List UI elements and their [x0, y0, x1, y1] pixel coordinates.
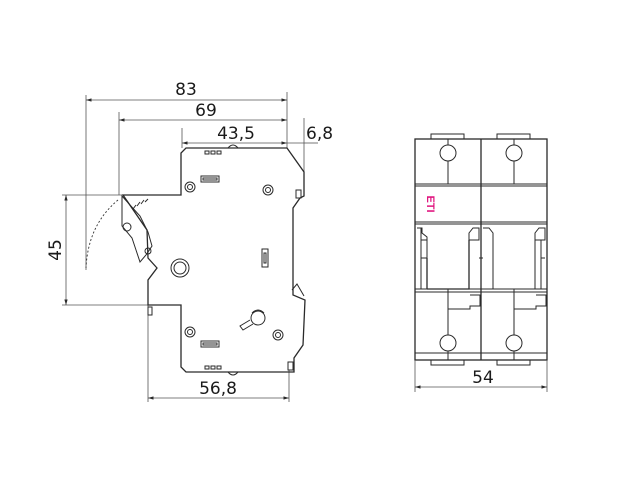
screw-icon [184, 326, 196, 338]
vent-slot [216, 365, 222, 370]
vent-slot [204, 365, 210, 370]
dimension-label-45: 45 [46, 239, 66, 261]
carrier-tab [534, 227, 546, 241]
terminal-slot-bottom-inner [202, 342, 218, 346]
carrier-u-left [426, 240, 470, 290]
top-bump [227, 144, 239, 149]
carrier-pin-icon [144, 247, 152, 255]
bottom-bump [227, 371, 239, 376]
screw-icon [262, 184, 274, 196]
front-view: ETI 54 [414, 133, 548, 392]
terminal-cap-top-right [496, 133, 531, 140]
clip-notch [147, 306, 153, 316]
latch-step [514, 294, 547, 310]
carrier-tab [468, 227, 480, 241]
screw-access-icon [439, 334, 457, 352]
dimension-label-83: 83 [175, 80, 197, 100]
clip-triangle [291, 283, 305, 297]
vent-slot [204, 150, 210, 155]
terminal-slot-top [200, 175, 220, 183]
terminal-slot-top-inner [202, 177, 218, 181]
dimension-label-6-8: 6,8 [306, 124, 333, 144]
center-pivot-icon [170, 258, 190, 278]
carrier-left-edge [417, 227, 428, 289]
fuse-carrier-handle [121, 194, 153, 263]
dimension-label-43-5: 43,5 [217, 124, 255, 144]
dimension-label-54: 54 [472, 368, 494, 388]
terminal-cap-bottom-right [496, 359, 531, 366]
carrier-ribs [132, 198, 149, 210]
screw-access-icon [505, 334, 523, 352]
carrier-u-right [483, 227, 536, 290]
clip-notch [287, 361, 294, 371]
indicator-window-inner [263, 252, 267, 264]
swing-arc [85, 199, 119, 269]
fuse-base-outline [121, 147, 306, 373]
dimension-label-69: 69 [195, 101, 217, 121]
vent-slot [216, 150, 222, 155]
dimension-label-56-8: 56,8 [199, 379, 237, 399]
terminal-slot-bottom [200, 340, 220, 348]
side-view: 83 69 43,5 6,8 45 56,8 [46, 80, 333, 402]
latch-lever-icon [239, 309, 266, 331]
terminal-cap-top-left [430, 133, 465, 140]
vent-slot [210, 150, 216, 155]
screw-access-icon [505, 144, 523, 162]
vent-slot [210, 365, 216, 370]
screw-icon [272, 329, 284, 341]
indicator-window [261, 248, 269, 268]
screw-icon [184, 181, 196, 193]
terminal-cap-bottom-left [430, 359, 465, 366]
latch-step [448, 294, 481, 310]
screw-access-icon [439, 144, 457, 162]
carrier-pivot-icon [122, 222, 132, 232]
clip-notch [295, 189, 302, 199]
brand-logo: ETI [424, 195, 436, 212]
